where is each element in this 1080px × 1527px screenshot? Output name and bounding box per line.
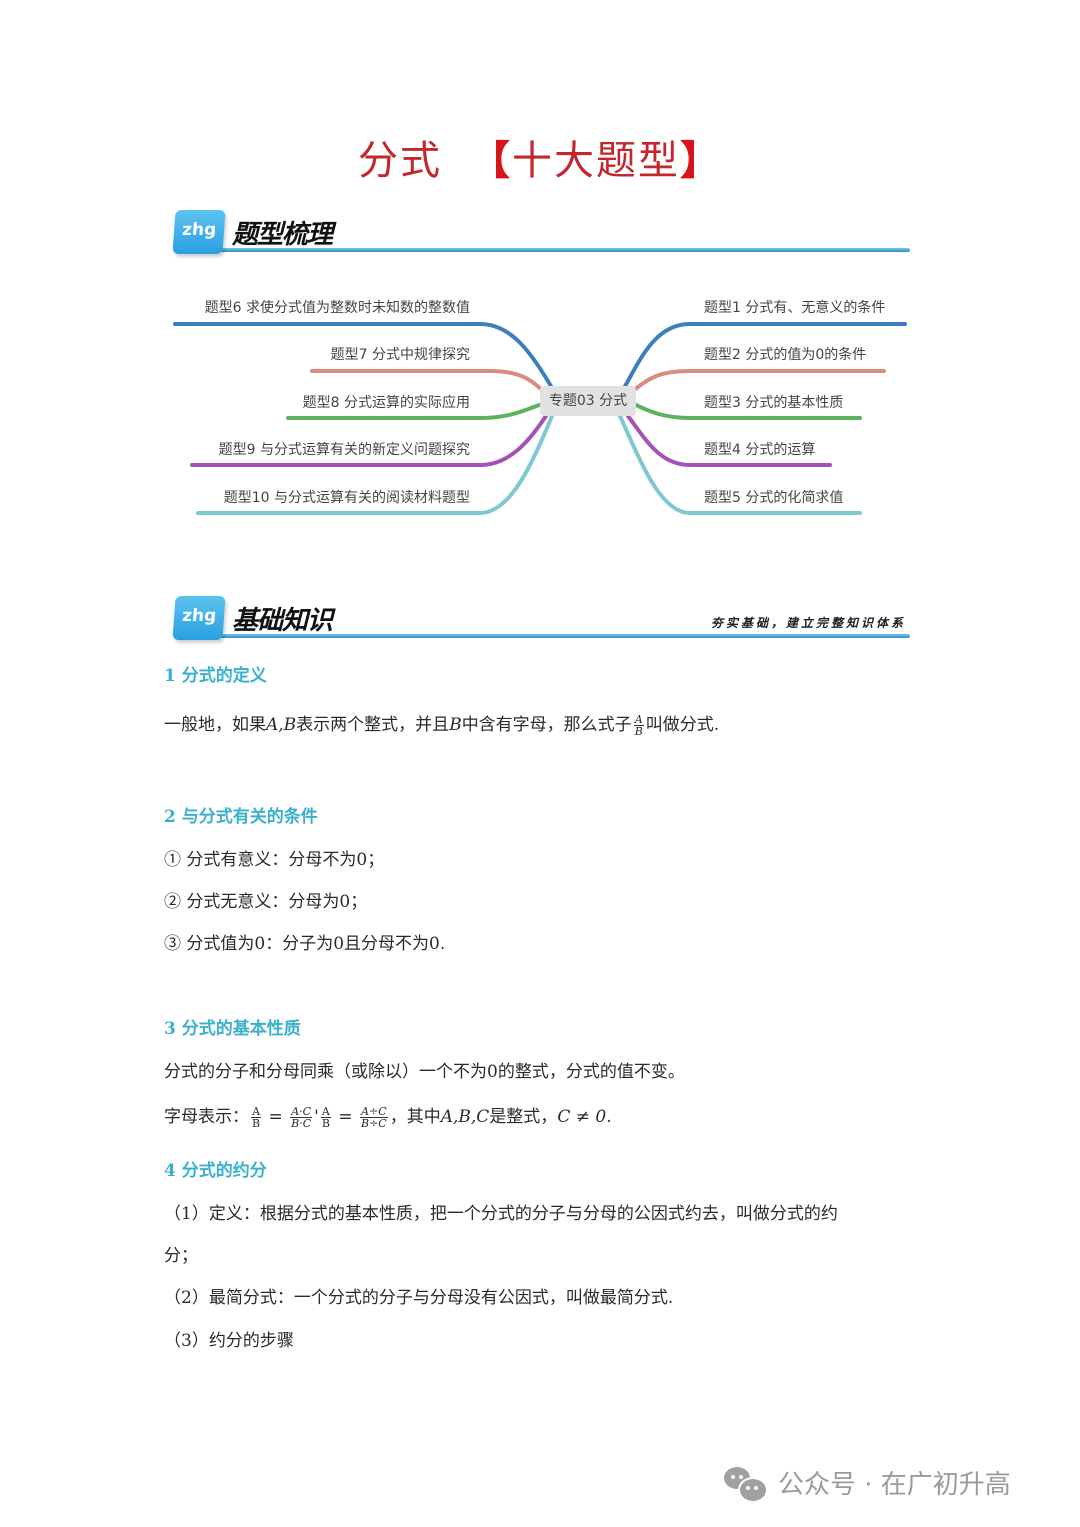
- denominator: B: [252, 1117, 261, 1130]
- reduction-steps: （3）约分的步骤: [164, 1331, 294, 1351]
- mind-map-node-topic-5: 题型5 分式的化简求值: [704, 490, 844, 506]
- numerator: A: [251, 1105, 262, 1118]
- separator: ': [314, 1107, 319, 1127]
- text: 中含有字母，那么式子: [461, 715, 632, 735]
- equals: =: [338, 1107, 353, 1127]
- mind-map-node-topic-3: 题型3 分式的基本性质: [704, 395, 844, 411]
- heading-conditions: 2 与分式有关的条件: [164, 807, 318, 827]
- text: 是整式，: [489, 1107, 558, 1127]
- watermark-text: 公众号 · 在广初升高: [778, 1469, 1011, 1500]
- denominator: B: [321, 1117, 330, 1130]
- mind-map-node-topic-9: 题型9 与分式运算有关的新定义问题探究: [218, 442, 470, 458]
- heading-basic-property: 3 分式的基本性质: [164, 1019, 301, 1039]
- title-sub: 十大题型: [512, 138, 680, 184]
- mind-map-node-topic-4: 题型4 分式的运算: [704, 442, 816, 458]
- math-var: A,B: [266, 715, 297, 735]
- mind-map-node-topic-7: 题型7 分式中规律探究: [330, 347, 470, 363]
- title-bracket-close: 】: [680, 137, 722, 184]
- numerator: A: [633, 713, 644, 726]
- title-bracket-open: 【: [470, 137, 512, 184]
- text: 表示两个整式，并且: [296, 715, 450, 735]
- heading-definition: 1 分式的定义: [164, 666, 267, 686]
- math-condition: C ≠ 0.: [557, 1107, 612, 1127]
- mind-map: 专题03 分式 题型6 求使分式值为整数时未知数的整数值 题型7 分式中规律探究…: [160, 280, 920, 540]
- section-header-basics: zhg 基础知识 夯实基础，建立完整知识体系: [170, 592, 910, 652]
- section-title: 基础知识: [232, 606, 333, 636]
- document-title: 分式【十大题型】: [0, 128, 1080, 186]
- numerator: A·C: [290, 1105, 313, 1118]
- section-slogan: 夯实基础，建立完整知识体系: [710, 616, 906, 630]
- mind-map-center-node: 专题03 分式: [540, 386, 636, 416]
- condition-item-1: ① 分式有意义：分母不为0；: [164, 850, 385, 870]
- title-main: 分式: [358, 138, 442, 184]
- reduction-definition-line2: 分；: [164, 1246, 198, 1266]
- condition-item-3: ③ 分式值为0：分子为0且分母不为0.: [164, 934, 446, 954]
- denominator: B·C: [291, 1117, 312, 1130]
- wechat-watermark: 公众号 · 在广初升高: [724, 1462, 1011, 1503]
- reduction-simplest-form: （2）最简分式：一个分式的分子与分母没有公因式，叫做最简分式.: [164, 1288, 674, 1308]
- section-divider: [220, 248, 910, 252]
- section-divider: [220, 634, 910, 638]
- text: ，其中: [389, 1107, 441, 1127]
- section-header-topics: zhg 题型梳理: [170, 206, 910, 266]
- heading-reduction: 4 分式的约分: [164, 1161, 267, 1181]
- text: 字母表示：: [164, 1107, 249, 1127]
- paragraph-basic-property: 分式的分子和分母同乘（或除以）一个不为0的整式，分式的值不变。: [164, 1062, 685, 1082]
- zhg-badge-icon: zhg: [172, 596, 226, 640]
- numerator: A: [320, 1105, 331, 1118]
- text: 叫做分式.: [645, 715, 720, 735]
- section-title: 题型梳理: [232, 220, 333, 250]
- mind-map-node-topic-2: 题型2 分式的值为0的条件: [704, 347, 867, 363]
- mind-map-node-topic-1: 题型1 分式有、无意义的条件: [704, 300, 886, 316]
- math-var: A,B,C: [440, 1107, 490, 1127]
- wechat-icon: [724, 1465, 768, 1503]
- denominator: B÷C: [361, 1117, 387, 1130]
- text: 一般地，如果: [164, 715, 266, 735]
- reduction-definition-line1: （1）定义：根据分式的基本性质，把一个分式的分子与分母的公因式约去，叫做分式的约: [164, 1204, 838, 1224]
- numerator: A÷C: [360, 1105, 388, 1118]
- mind-map-node-topic-10: 题型10 与分式运算有关的阅读材料题型: [223, 490, 470, 506]
- math-var: B: [449, 715, 462, 735]
- denominator: B: [634, 725, 643, 738]
- zhg-badge-icon: zhg: [172, 210, 226, 254]
- mind-map-node-topic-8: 题型8 分式运算的实际应用: [302, 395, 470, 411]
- condition-item-2: ② 分式无意义：分母为0；: [164, 892, 368, 912]
- mind-map-node-topic-6: 题型6 求使分式值为整数时未知数的整数值: [204, 300, 470, 316]
- equals: =: [268, 1107, 283, 1127]
